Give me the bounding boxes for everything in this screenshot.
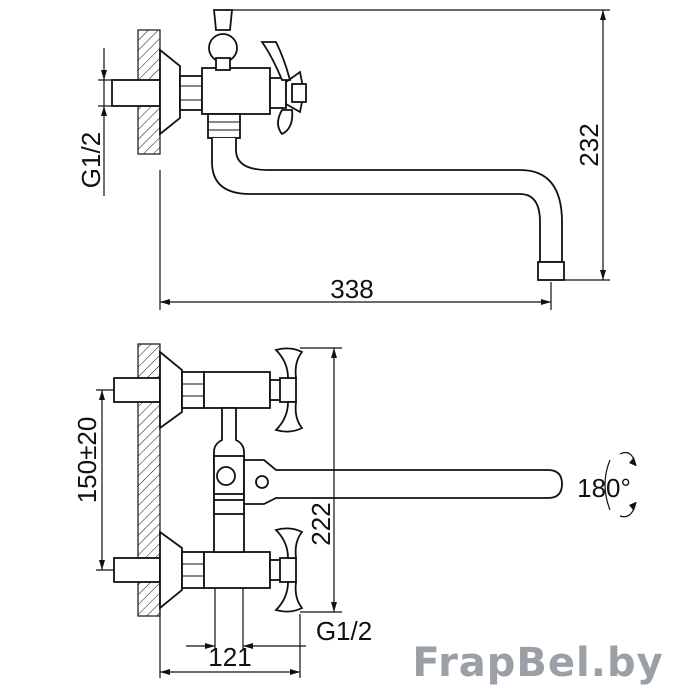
dim-338: 338 (159, 170, 552, 310)
mixer-body-top (201, 67, 271, 115)
dim-121: 121 (159, 608, 301, 678)
dim-centers-label: 150±20 (72, 417, 102, 504)
inlet-lower (113, 557, 161, 583)
spout-arm (243, 459, 563, 505)
spout-collar-top (207, 113, 241, 139)
upper-body (203, 371, 271, 409)
dim-222: 222 (300, 347, 342, 613)
dim-thread-top-label: G1/2 (76, 132, 106, 188)
escutcheon-upper (159, 350, 183, 430)
dim-height-top-label: 232 (574, 123, 604, 166)
dim-rotation-label: 180° (577, 473, 631, 503)
top-view: 338 232 G1/2 (76, 9, 610, 310)
spout-tube-top (211, 138, 563, 263)
watermark: FrapBel.by (412, 640, 663, 686)
dim-232: 232 (232, 9, 610, 281)
shower-holder-top (213, 9, 233, 31)
dim-thread-front: G1/2 (186, 616, 372, 649)
aerator-top (537, 261, 565, 281)
dim-centers: 150±20 (72, 389, 114, 571)
handle-upper-front (269, 347, 304, 433)
front-view: 150±20 222 180° 121 (72, 343, 637, 678)
wall-hatch-front (137, 343, 161, 617)
inlet-pipe-top (111, 79, 161, 107)
dim-length-label: 338 (330, 274, 373, 304)
escutcheon-lower (159, 530, 183, 610)
dim-offset-label: 121 (208, 642, 251, 672)
escutcheon-top (159, 48, 181, 136)
inlet-upper (113, 377, 161, 403)
dim-thread-top: G1/2 (76, 48, 112, 196)
nut-top (179, 75, 203, 111)
dim-thread-front-label: G1/2 (316, 616, 372, 646)
dim-height-front-label: 222 (306, 502, 336, 545)
dim-rotation: 180° (577, 451, 637, 518)
handle-lower-front (269, 527, 304, 613)
handle-right-top (260, 41, 307, 136)
lower-body (203, 551, 271, 589)
